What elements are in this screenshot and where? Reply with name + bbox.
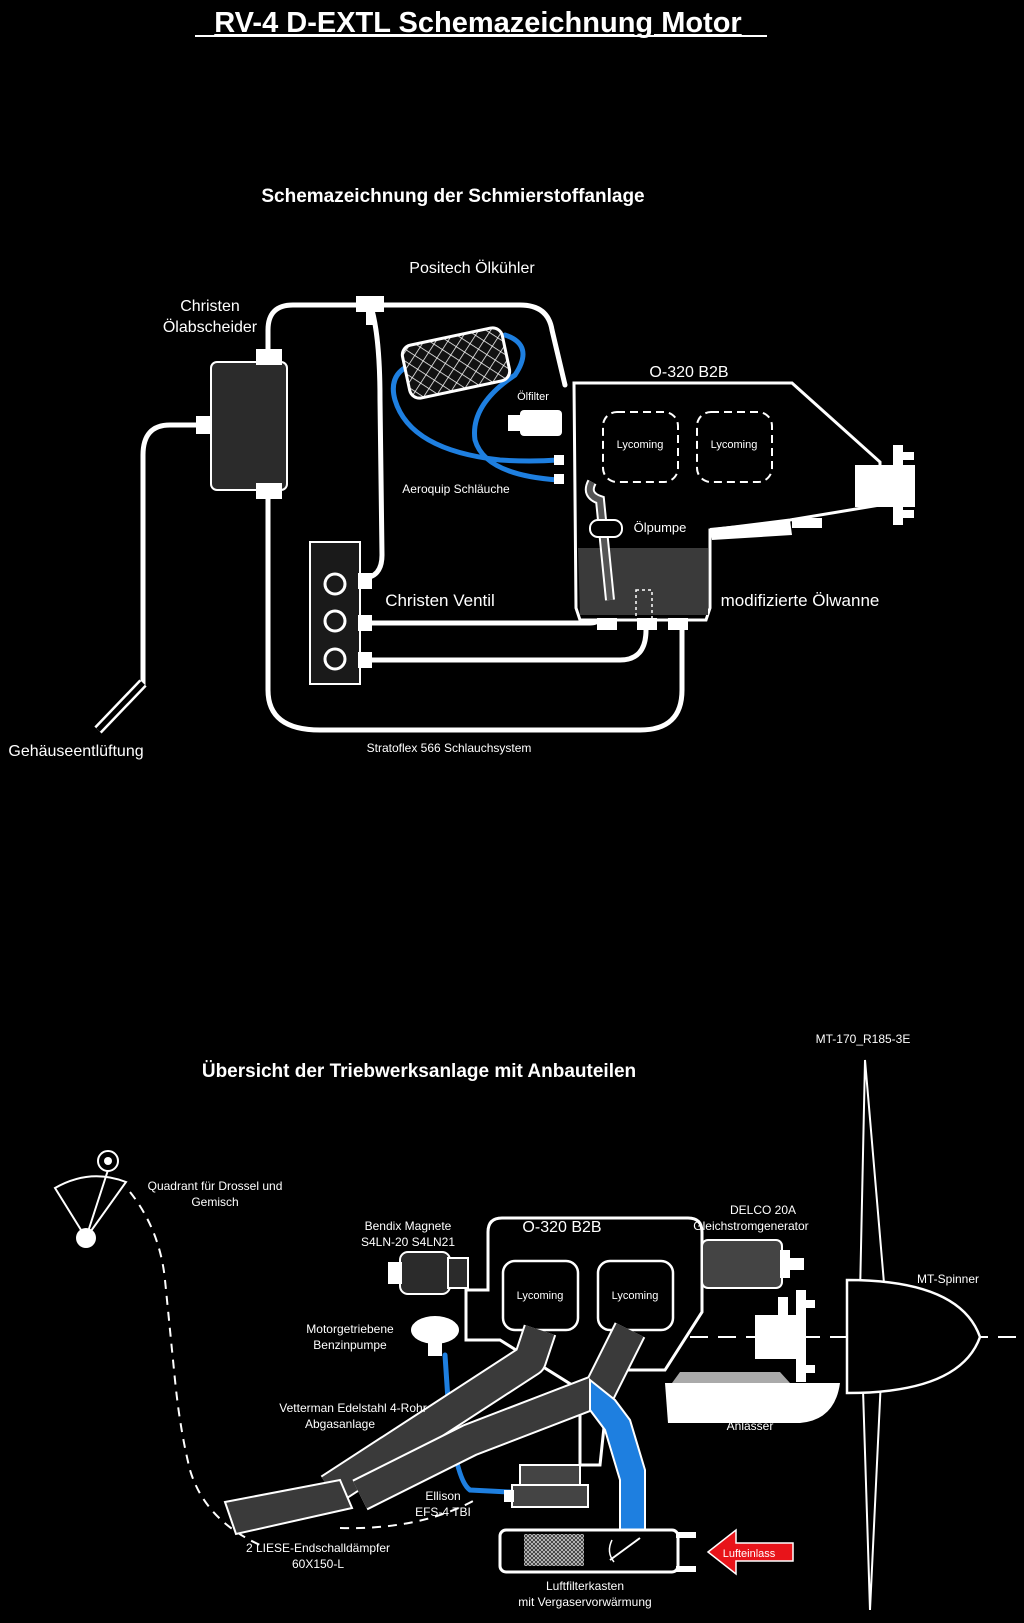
exhaust-label-2: Abgasanlage — [305, 1417, 375, 1431]
magneto-label-2: S4LN-20 S4LN21 — [361, 1235, 455, 1249]
throttle-body-label-1: Ellison — [425, 1489, 460, 1503]
muffler-label-2: 60X150-L — [292, 1557, 344, 1571]
aeroquip-hoses — [390, 332, 561, 483]
airbox-label-1: Luftfilterkasten — [546, 1579, 624, 1593]
hose-system-label: Stratoflex 566 Schlauchsystem — [367, 741, 532, 755]
air-inlet-label: Lufteinlass — [723, 1548, 776, 1560]
oil-cylinder-label-1: Lycoming — [617, 439, 664, 451]
t-fitting-icon — [356, 296, 384, 325]
starter-icon — [665, 1372, 840, 1423]
prop-flange-icon — [855, 445, 915, 525]
breather-label: Gehäuseentlüftung — [8, 743, 143, 760]
air-filter-box-icon — [498, 1528, 696, 1574]
throttle-cable — [129, 1191, 261, 1546]
air-inlet-arrow-icon — [706, 1528, 794, 1576]
separator-label-1: Christen — [180, 298, 240, 315]
throttle-body-icon — [504, 1464, 589, 1508]
quadrant-label-1: Quadrant für Drossel und — [148, 1179, 283, 1193]
oil-separator-icon — [196, 349, 288, 499]
fuel-pump-label-1: Motorgetriebene — [306, 1322, 394, 1336]
fittings-right — [554, 455, 564, 484]
powerplant-engine-label: O-320 B2B — [522, 1219, 601, 1236]
cylinder-dashed-2 — [696, 411, 773, 483]
generator-icon — [701, 1239, 804, 1289]
sump-fittings — [597, 618, 688, 630]
magneto-label-1: Bendix Magnete — [365, 1219, 452, 1233]
throttle-cable-2 — [339, 1499, 476, 1530]
generator-label-1: DELCO 20A — [730, 1203, 796, 1217]
oil-filter-label: Ölfilter — [517, 391, 549, 403]
generator-label-2: Gleichstromgenerator — [693, 1219, 808, 1233]
engine-body-oil — [572, 381, 882, 622]
magneto-icon — [388, 1251, 469, 1295]
oil-pump-label: Ölpumpe — [634, 520, 687, 535]
christen-valve-icon — [309, 541, 372, 685]
quadrant-icon — [53, 1150, 128, 1248]
oil-pan-label: modifizierte Ölwanne — [721, 591, 880, 610]
oil-engine-label: O-320 B2B — [649, 364, 728, 381]
cylinder-label-2: Lycoming — [612, 1290, 659, 1302]
page-title: RV-4 D-EXTL Schemazeichnung Motor — [214, 7, 741, 39]
cylinder-2 — [596, 1259, 675, 1332]
cylinder-1 — [501, 1259, 580, 1332]
cylinder-label-1: Lycoming — [517, 1290, 564, 1302]
oil-cooler-label: Positech Ölkühler — [409, 259, 535, 277]
muffler-label-1: 2 LIESE-Endschalldämpfer — [246, 1541, 390, 1555]
separator-label-2: Ölabscheider — [163, 318, 258, 336]
exhaust-label-1: Vetterman Edelstahl 4-Rohr — [279, 1401, 426, 1415]
aeroquip-label: Aeroquip Schläuche — [402, 482, 510, 496]
airbox-label-2: mit Vergaservorwärmung — [518, 1595, 651, 1609]
cylinder-dashed-1 — [602, 411, 679, 483]
prop-flange-2-icon — [755, 1290, 815, 1382]
fuel-pump-icon — [411, 1316, 459, 1356]
fuel-pump-label-2: Benzinpumpe — [313, 1338, 387, 1352]
spinner-icon — [845, 1278, 982, 1395]
spinner-label: MT-Spinner — [917, 1272, 979, 1286]
quadrant-label-2: Gemisch — [191, 1195, 238, 1209]
oil-filter-icon — [508, 410, 562, 436]
oil-cooler-icon — [400, 326, 512, 400]
oil-hoses — [140, 302, 685, 733]
throttle-body-label-2: EFS-4 TBI — [415, 1505, 471, 1519]
oil-cylinder-label-2: Lycoming — [711, 439, 758, 451]
oil-pump-icon — [589, 519, 623, 538]
powerplant-heading: Übersicht der Triebwerksanlage mit Anbau… — [202, 1061, 636, 1082]
exhaust-system — [223, 1322, 646, 1536]
oil-system-heading: Schemazeichnung der Schmierstoffanlage — [261, 186, 644, 207]
starter-label: Anlasser — [727, 1419, 774, 1433]
christen-valve-label: Christen Ventil — [385, 591, 495, 610]
propeller-label: MT-170_R185-3E — [816, 1032, 911, 1046]
